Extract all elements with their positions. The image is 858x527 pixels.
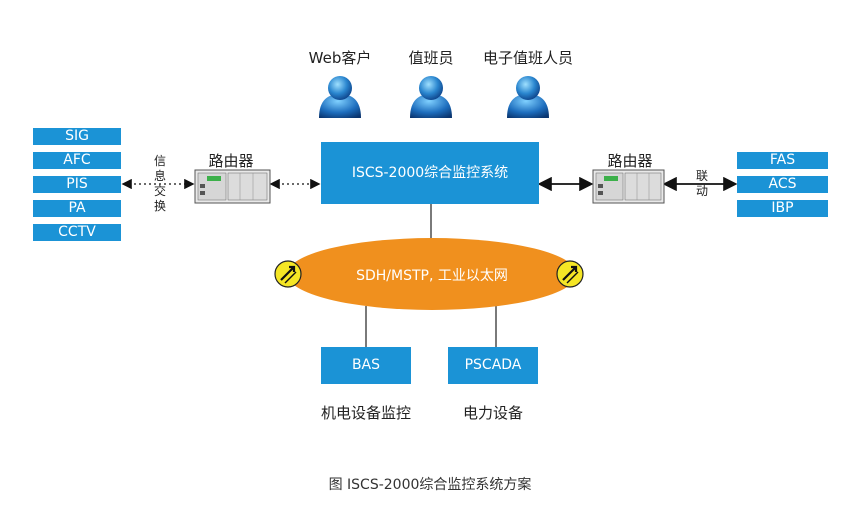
system-box-pa: PA <box>33 200 121 217</box>
left-router-label: 路由器 <box>208 152 254 170</box>
subsystem-box-bas: BAS <box>321 347 411 384</box>
subsystem-box-pscada: PSCADA <box>448 347 538 384</box>
user-label-duty: 值班员 <box>408 49 454 67</box>
main-system-box: ISCS-2000综合监控系统 <box>321 142 539 204</box>
system-box-ibp: IBP <box>737 200 828 217</box>
left-link-label: 信 息 交 换 <box>153 154 166 213</box>
user-icon <box>319 76 361 118</box>
system-box-fas: FAS <box>737 152 828 169</box>
figure-caption: 图 ISCS-2000综合监控系统方案 <box>328 477 532 493</box>
network-arrow-icon <box>274 260 302 288</box>
network-arrow-icon <box>556 260 584 288</box>
system-box-pis: PIS <box>33 176 121 193</box>
network-ellipse <box>287 238 577 310</box>
subsystem-label-bas: 机电设备监控 <box>320 404 411 422</box>
network-label: SDH/MSTP, 工业以太网 <box>356 268 508 284</box>
user-icon <box>507 76 549 118</box>
system-box-cctv: CCTV <box>33 224 121 241</box>
subsystem-label-pscada: 电力设备 <box>462 404 523 422</box>
right-router-label: 路由器 <box>607 152 653 170</box>
system-box-afc: AFC <box>33 152 121 169</box>
router-device-icon <box>194 169 271 204</box>
system-box-acs: ACS <box>737 176 828 193</box>
system-box-sig: SIG <box>33 128 121 145</box>
right-link-label: 联 动 <box>695 169 708 198</box>
user-label-electronic-duty: 电子值班人员 <box>482 49 573 67</box>
user-label-web: Web客户 <box>308 49 372 67</box>
router-device-icon <box>592 169 665 204</box>
user-icon <box>410 76 452 118</box>
